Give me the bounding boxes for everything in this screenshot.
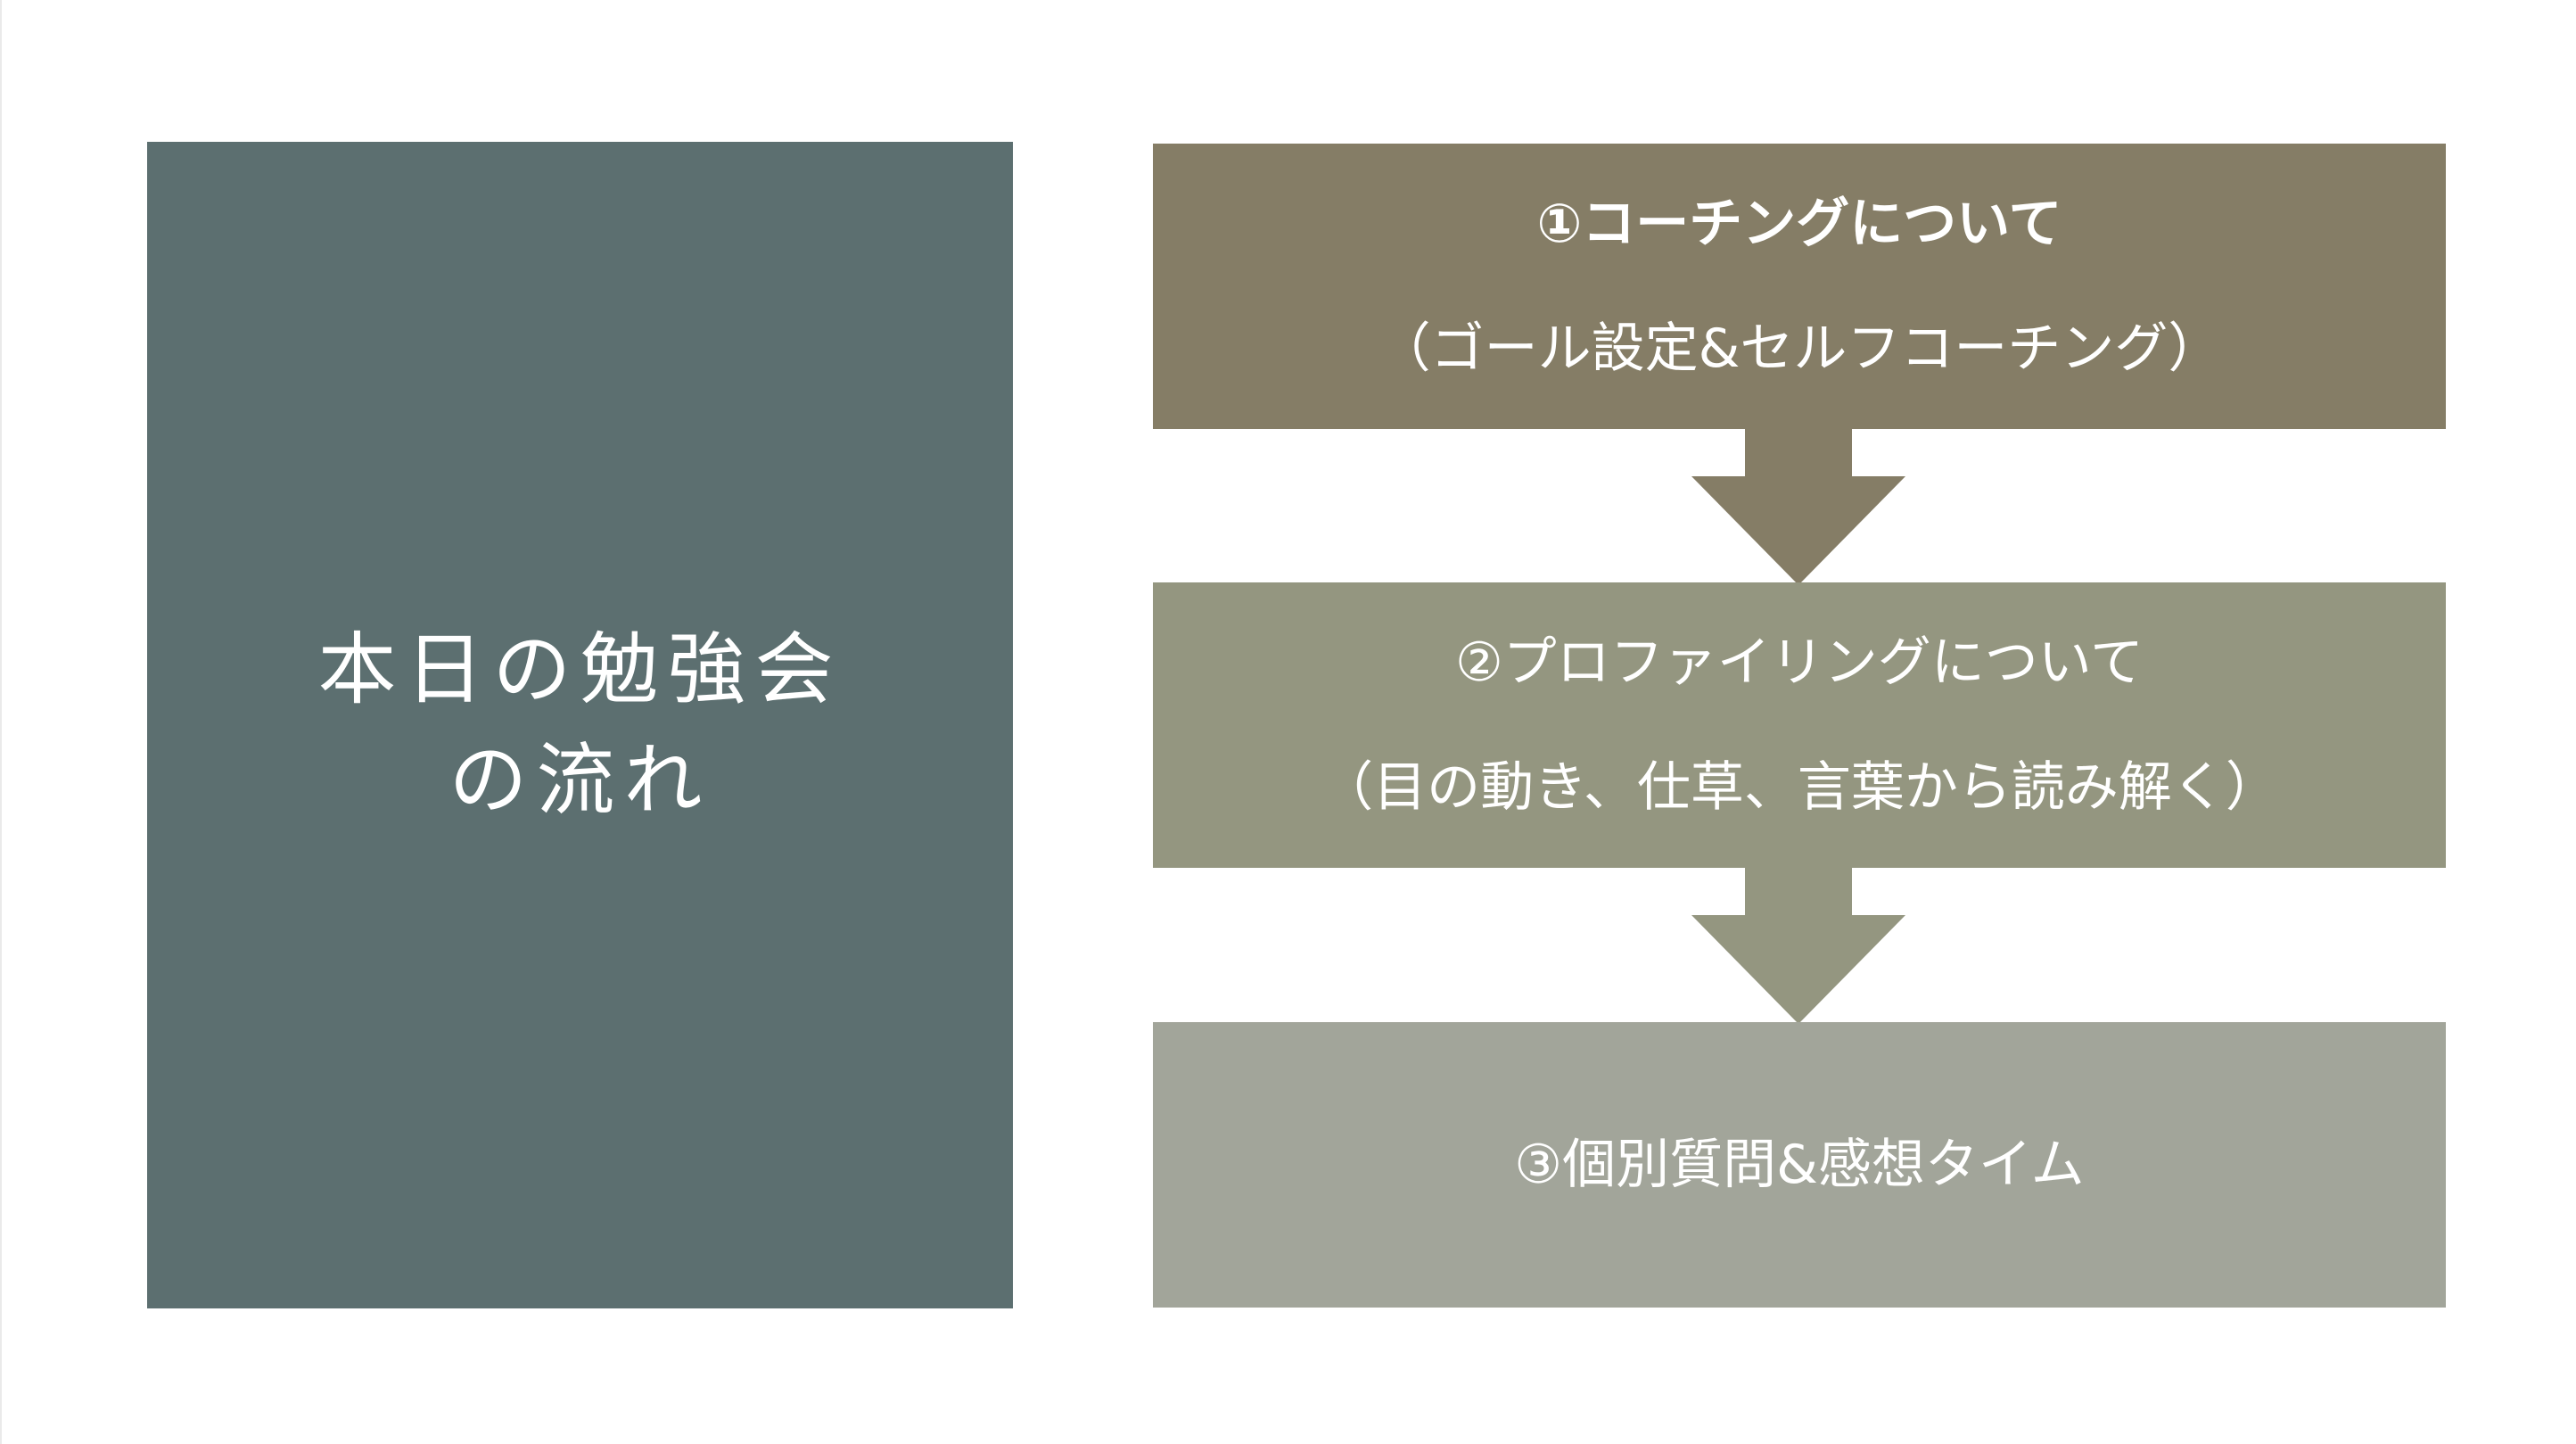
step-3-box: ③個別質問&感想タイム	[1153, 1022, 2446, 1308]
down-arrow-icon	[1691, 867, 1905, 1024]
step-1-title: ①コーチングについて	[1536, 193, 2062, 255]
title-line-2: の流れ	[449, 734, 712, 826]
step-2-subtitle: （目の動き、仕草、言葉から読み解く）	[1320, 756, 2279, 819]
title-panel: 本日の勉強会 の流れ	[147, 142, 1013, 1308]
step-2-title: ②プロファイリングについて	[1455, 631, 2144, 694]
step-1-subtitle: （ゴール設定&セルフコーチング）	[1377, 318, 2222, 380]
step-3-title: ③個別質問&感想タイム	[1514, 1134, 2085, 1196]
step-2-box: ②プロファイリングについて （目の動き、仕草、言葉から読み解く）	[1153, 582, 2446, 868]
step-1-box: ①コーチングについて （ゴール設定&セルフコーチング）	[1153, 144, 2446, 429]
down-arrow-icon	[1691, 428, 1905, 585]
title-line-1: 本日の勉強会	[317, 623, 843, 715]
